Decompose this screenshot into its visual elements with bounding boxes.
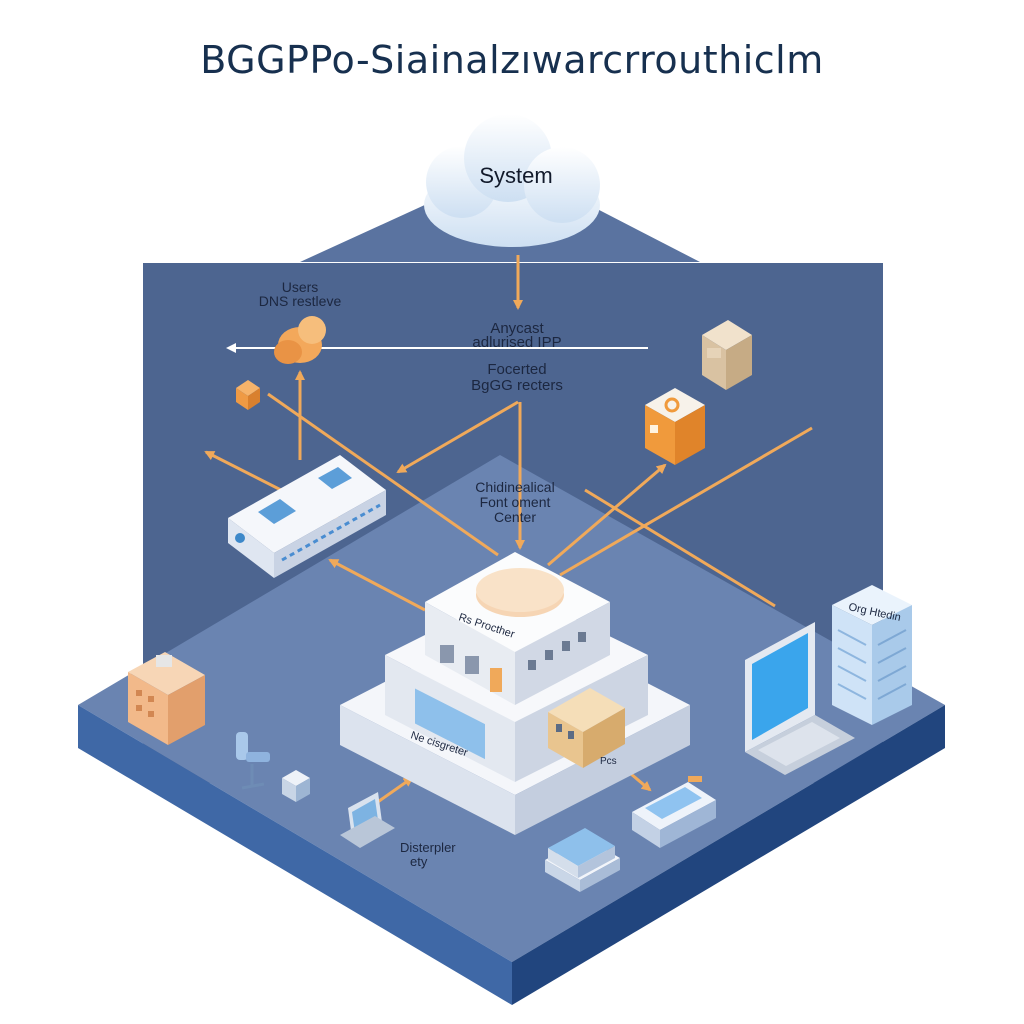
bgp-routers-label: BgGG recters <box>471 377 563 394</box>
anycast-ip-label: adlurised IPP <box>472 334 561 351</box>
brick-office-icon <box>128 652 205 745</box>
center-label-3: Center <box>494 509 536 525</box>
office-chair-icon <box>236 732 270 790</box>
laptop-sublabel: ety <box>410 854 428 869</box>
router-device-icon <box>228 455 386 578</box>
page-title: BGGPPo-Siainalzıwarcrrouthiclm <box>200 38 824 82</box>
user-cloud-icon <box>274 316 326 364</box>
office-building-icon <box>548 688 625 768</box>
orange-server-icon <box>645 388 705 465</box>
connector-arrows <box>204 255 813 808</box>
printer-icon <box>282 770 310 802</box>
small-laptop-icon <box>340 792 395 848</box>
users-label: Users <box>282 279 319 295</box>
floor-right-edge <box>512 705 945 1005</box>
laptop-icon <box>745 622 855 775</box>
cloud-label: System <box>479 163 552 188</box>
center-label-2: Font oment <box>480 494 551 510</box>
bgp-label: Focerted <box>487 361 546 378</box>
laptop-label: Disterpler <box>400 840 456 855</box>
anycast-label: Anycast <box>490 320 544 337</box>
city-building-icon <box>832 585 912 725</box>
cloud-icon <box>424 114 600 247</box>
center-label-1: Chidinealical <box>475 479 554 495</box>
dns-label: DNS restleve <box>259 293 342 309</box>
server-stack-icon <box>545 828 620 892</box>
small-cube-icon <box>236 380 260 410</box>
office-label: Pcs <box>600 756 617 767</box>
blue-server-icon <box>632 776 716 848</box>
floor-left-edge <box>78 705 512 1005</box>
server-box-icon <box>702 320 752 390</box>
